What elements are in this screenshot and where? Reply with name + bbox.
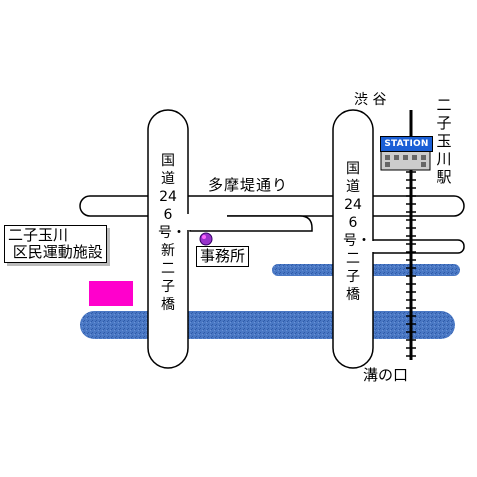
facility-line2: 区民運動施設 (8, 243, 103, 261)
road-tamazutsumi (79, 195, 465, 217)
label-route246-left: 国道246号・新二子橋 (158, 153, 186, 313)
office-marker-icon (199, 232, 213, 246)
label-tamazutsumi: 多摩堤通り (208, 176, 289, 194)
label-mizonokuchi: 溝の口 (363, 366, 409, 384)
road-route246-right (332, 109, 374, 369)
label-route246-right: 国道246号・二子橋 (343, 161, 371, 303)
station-building-icon (380, 150, 431, 171)
station-sign: STATION (380, 136, 433, 152)
label-shibuya: 渋 谷 (354, 92, 387, 108)
road-route246-left (147, 109, 189, 369)
facility-marker (89, 281, 133, 306)
railway-ties (406, 171, 416, 357)
facility-line1: 二子玉川 (8, 226, 69, 244)
label-office: 事務所 (196, 246, 250, 267)
label-futako-station: 二子玉川駅 (436, 96, 452, 186)
river-lower (80, 311, 455, 339)
label-facility: 二子玉川 区民運動施設 (4, 225, 107, 263)
